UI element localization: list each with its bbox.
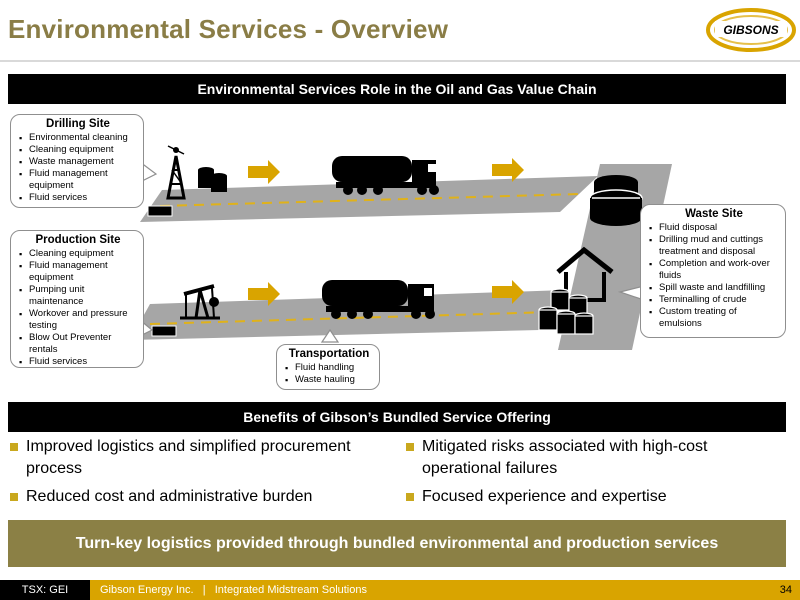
list-item: Cleaning equipment <box>19 248 137 260</box>
list-item: Environmental cleaning <box>19 132 137 144</box>
list-item: Fluid management equipment <box>19 260 137 284</box>
drilling-rig-icon <box>166 145 186 200</box>
tanker-truck-icon <box>332 156 439 195</box>
benefits-banner: Benefits of Gibson’s Bundled Service Off… <box>8 402 786 432</box>
list-item: Spill waste and landfilling <box>649 282 779 294</box>
benefits-list-right: Mitigated risks associated with high-cos… <box>404 436 784 514</box>
benefit-item: Reduced cost and administrative burden <box>8 486 388 508</box>
list-item: Cleaning equipment <box>19 144 137 156</box>
flow-arrow-icon <box>248 282 280 306</box>
list-item: Waste hauling <box>285 374 373 386</box>
list-item: Custom treating of emulsions <box>649 306 779 330</box>
drilling-site-callout: Drilling Site Environmental cleaning Cle… <box>10 114 144 208</box>
tagline-bar: Turn-key logistics provided through bund… <box>8 520 786 567</box>
transportation-title: Transportation <box>288 348 370 360</box>
benefit-item: Improved logistics and simplified procur… <box>8 436 388 480</box>
transport-callout-pointer <box>320 328 340 343</box>
waste-site-title: Waste Site <box>685 208 743 220</box>
waste-site-callout: Waste Site Fluid disposal Drilling mud a… <box>640 204 786 338</box>
list-item: Fluid services <box>19 192 137 204</box>
list-item: Blow Out Preventer rentals <box>19 332 137 356</box>
production-skid-icon <box>151 325 177 337</box>
list-item: Fluid disposal <box>649 222 779 234</box>
list-item: Drilling mud and cuttings treatment and … <box>649 234 779 258</box>
flow-arrow-icon <box>492 158 524 182</box>
flow-arrow-icon <box>248 160 280 184</box>
value-chain-diagram: Drilling Site Environmental cleaning Cle… <box>0 104 800 400</box>
list-item: Fluid services <box>19 356 137 368</box>
barrels-icon <box>538 288 594 335</box>
value-chain-banner: Environmental Services Role in the Oil a… <box>8 74 786 104</box>
drilling-skid-icon <box>147 205 173 217</box>
ticker-label: TSX: GEI <box>0 580 90 600</box>
list-item: Fluid handling <box>285 362 373 374</box>
company-label: Gibson Energy Inc. | Integrated Midstrea… <box>100 584 367 596</box>
tanker-truck-icon <box>322 280 435 319</box>
production-site-title: Production Site <box>35 234 121 246</box>
page-title: Environmental Services - Overview <box>8 14 449 44</box>
list-item: Completion and work-over fluids <box>649 258 779 282</box>
page-number: 34 <box>779 584 792 596</box>
logo-text: GIBSONS <box>723 23 778 37</box>
list-item: Pumping unit maintenance <box>19 284 137 308</box>
flow-arrow-icon <box>492 280 524 304</box>
gibsons-logo: GIBSONS <box>706 8 796 52</box>
waste-storage-tanks-icon <box>589 175 643 226</box>
drilling-site-title: Drilling Site <box>46 118 110 130</box>
list-item: Workover and pressure testing <box>19 308 137 332</box>
upper-road <box>140 176 598 222</box>
benefit-item: Mitigated risks associated with high-cos… <box>404 436 784 480</box>
transportation-callout: Transportation Fluid handling Waste haul… <box>276 344 380 390</box>
benefits-list-left: Improved logistics and simplified procur… <box>8 436 388 514</box>
production-site-callout: Production Site Cleaning equipment Fluid… <box>10 230 144 368</box>
pumpjack-icon <box>180 284 220 320</box>
footer-bar: TSX: GEI Gibson Energy Inc. | Integrated… <box>0 580 800 600</box>
list-item: Terminalling of crude <box>649 294 779 306</box>
list-item: Waste management <box>19 156 137 168</box>
title-divider <box>0 60 800 62</box>
list-item: Fluid management equipment <box>19 168 137 192</box>
benefit-item: Focused experience and expertise <box>404 486 784 508</box>
upper-road-dash <box>159 193 581 207</box>
drilling-tanks-icon <box>198 167 227 192</box>
